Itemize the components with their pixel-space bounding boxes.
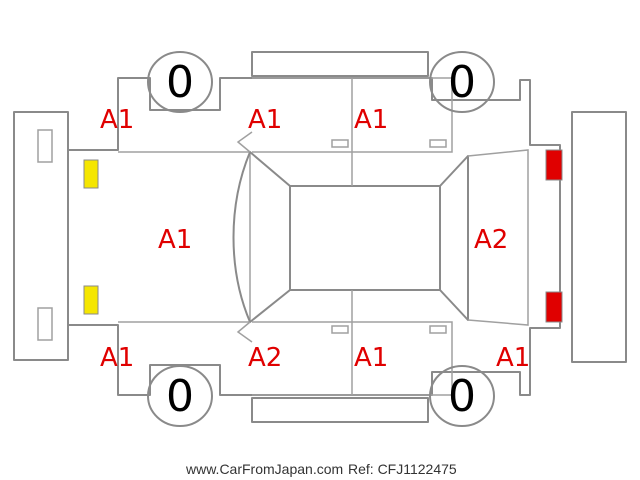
tire-front-right-value: 0 [166, 371, 194, 422]
front-bumper [13, 111, 69, 361]
wheel-rear-left [429, 51, 495, 113]
windshield [232, 151, 291, 323]
rear-lamp-bottom [545, 291, 563, 323]
wheel-front-left [147, 51, 213, 113]
front-lamp-top [83, 159, 99, 189]
footer-site: www.CarFromJapan.com [185, 461, 343, 477]
code-rear-right-quarter: A1 [496, 343, 530, 373]
mirror-left [236, 131, 253, 153]
hood-panel [118, 151, 251, 323]
right-side-step [251, 397, 429, 423]
tire-front-left-value: 0 [166, 57, 194, 108]
left-door-handle-rear [429, 139, 447, 148]
roof [289, 185, 441, 291]
code-tailgate: A2 [474, 225, 508, 255]
right-door-handle-rear [429, 325, 447, 334]
tailgate-panel [467, 149, 529, 326]
rear-lamp-top [545, 149, 563, 181]
front-bumper-slot-bottom [37, 307, 53, 341]
tire-rear-left-value: 0 [448, 57, 476, 108]
code-rear-right-door: A1 [354, 343, 388, 373]
body-outline [67, 77, 561, 396]
front-lamp-bottom [83, 285, 99, 315]
code-hood: A1 [158, 225, 192, 255]
footer-ref: Ref: CFJ1122475 [348, 461, 457, 477]
wheel-front-right [147, 365, 213, 427]
code-front-right-door: A2 [248, 343, 282, 373]
right-door-handle-front [331, 325, 349, 334]
rear-window [439, 155, 469, 321]
left-door-handle-front [331, 139, 349, 148]
code-front-left-door: A1 [248, 105, 282, 135]
rear-bumper [571, 111, 627, 363]
front-bumper-slot-top [37, 129, 53, 163]
code-front-right-fender: A1 [100, 343, 134, 373]
wheel-rear-right [429, 365, 495, 427]
code-rear-left-door: A1 [354, 105, 388, 135]
left-side-step [251, 51, 429, 77]
tire-rear-right-value: 0 [448, 371, 476, 422]
mirror-right [236, 321, 253, 343]
code-front-left-fender: A1 [100, 105, 134, 135]
